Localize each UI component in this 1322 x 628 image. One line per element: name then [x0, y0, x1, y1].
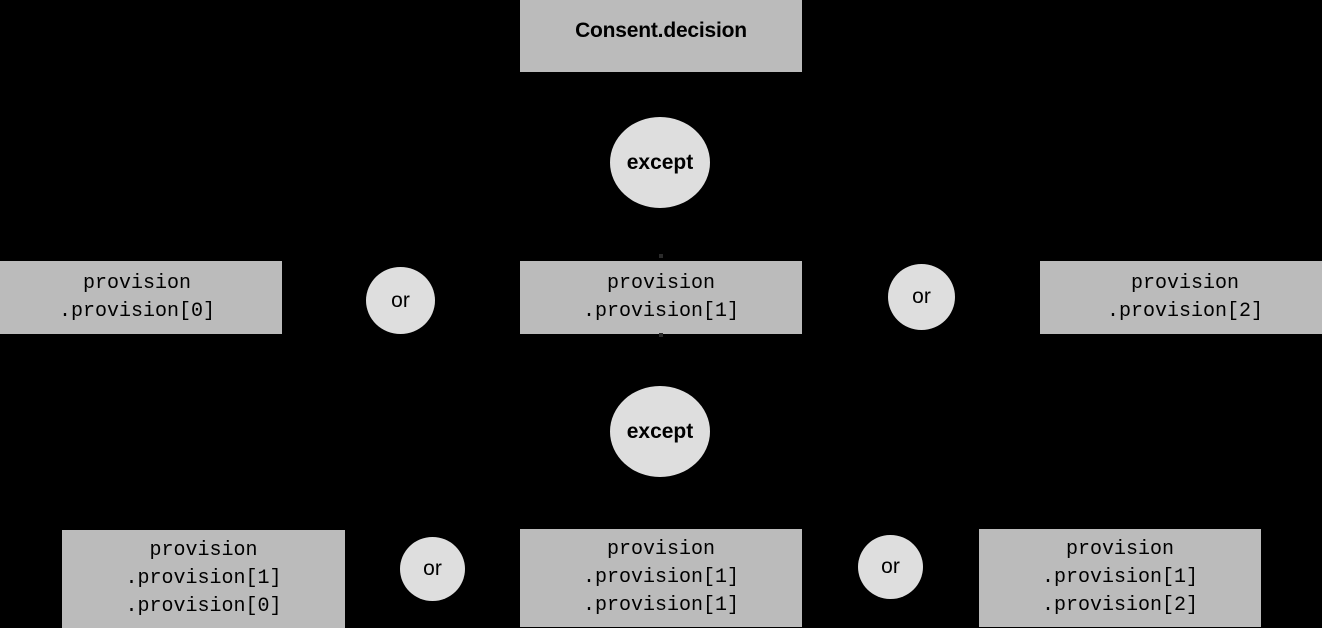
node-provision-2[interactable]: provision .provision[2] — [1040, 261, 1322, 334]
node-provision-1-0-line-3: .provision[0] — [125, 595, 282, 618]
operator-or-level2-left[interactable]: or — [400, 537, 465, 601]
operator-except-level1[interactable]: except — [610, 117, 710, 208]
operator-except-level2-label: except — [626, 419, 694, 443]
edge-stub-top-provision-1 — [659, 254, 663, 258]
node-consent-decision-label: Consent.decision — [575, 19, 747, 42]
node-provision-1-line-1: provision — [606, 271, 716, 295]
node-consent-decision[interactable]: Consent.decision — [520, 0, 802, 72]
operator-or-level1-right-label: or — [912, 285, 931, 308]
operator-or-level2-left-label: or — [423, 557, 442, 580]
node-provision-1-1-line-3: .provision[1] — [582, 594, 740, 617]
operator-or-level2-right-label: or — [881, 555, 900, 578]
operator-or-level1-right[interactable]: or — [888, 264, 955, 330]
node-provision-1-2-line-2: .provision[1] — [1041, 566, 1199, 589]
node-provision-1-2[interactable]: provision .provision[1] .provision[2] — [979, 529, 1261, 627]
operator-or-level2-right[interactable]: or — [858, 535, 923, 599]
node-provision-1-line-2: .provision[1] — [582, 299, 740, 323]
operator-except-level2[interactable]: except — [610, 386, 710, 477]
node-provision-2-line-2: .provision[2] — [1106, 299, 1264, 323]
node-provision-1-0-line-2: .provision[1] — [125, 567, 282, 590]
node-provision-1-2-line-1: provision — [1065, 538, 1175, 561]
node-provision-1[interactable]: provision .provision[1] — [520, 261, 802, 334]
edge-stub-bottom-provision-1 — [659, 333, 663, 337]
operator-or-level1-left[interactable]: or — [366, 267, 435, 334]
node-provision-1-2-line-3: .provision[2] — [1041, 594, 1199, 617]
node-provision-0[interactable]: provision .provision[0] — [0, 261, 282, 334]
node-provision-1-0-line-1: provision — [149, 539, 258, 562]
node-provision-1-1-line-1: provision — [606, 538, 716, 561]
node-provision-0-line-2: .provision[0] — [58, 299, 216, 323]
node-provision-1-1-line-2: .provision[1] — [582, 566, 740, 589]
node-provision-0-line-1: provision — [82, 271, 192, 295]
node-provision-1-0[interactable]: provision .provision[1] .provision[0] — [62, 530, 345, 628]
operator-except-level1-label: except — [626, 150, 694, 174]
node-provision-1-1[interactable]: provision .provision[1] .provision[1] — [520, 529, 802, 627]
operator-or-level1-left-label: or — [391, 288, 410, 312]
node-provision-2-line-1: provision — [1130, 271, 1240, 295]
